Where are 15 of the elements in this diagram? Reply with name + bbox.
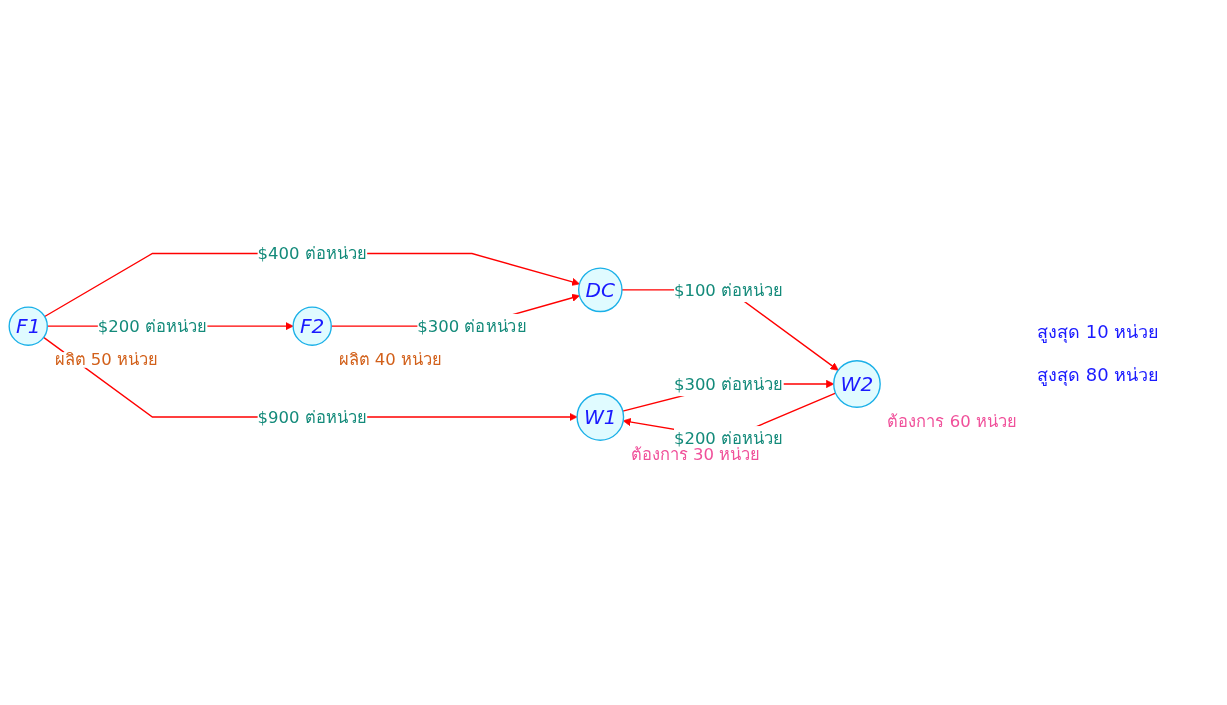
edge-label: $100 ต่อหน่วย [673, 280, 784, 300]
node-circle: W2 [833, 360, 881, 408]
node-note: ผลิต 40 หน่วย [338, 350, 443, 370]
edge-label: $400 ต่อหน่วย [257, 243, 367, 264]
node-circle: DC [577, 267, 623, 313]
edge-label: $300 ต่อหน่วย [417, 316, 527, 336]
node-circle: W1 [576, 392, 625, 441]
node-note: ต้องการ 60 หน่วย [887, 412, 1017, 432]
capacity-note: สูงสุด 10 หน่วย [1037, 319, 1161, 345]
edge-label: $900 ต่อหน่วย [257, 407, 367, 427]
node-circle: F2 [292, 306, 332, 346]
edge-label: $200 ต่อหน่วย [97, 316, 208, 336]
edge-label: $300 ต่อหน่วย [673, 374, 784, 394]
node-circle: F1 [8, 306, 48, 346]
capacity-note: สูงสุด 80 หน่วย [1037, 362, 1161, 388]
